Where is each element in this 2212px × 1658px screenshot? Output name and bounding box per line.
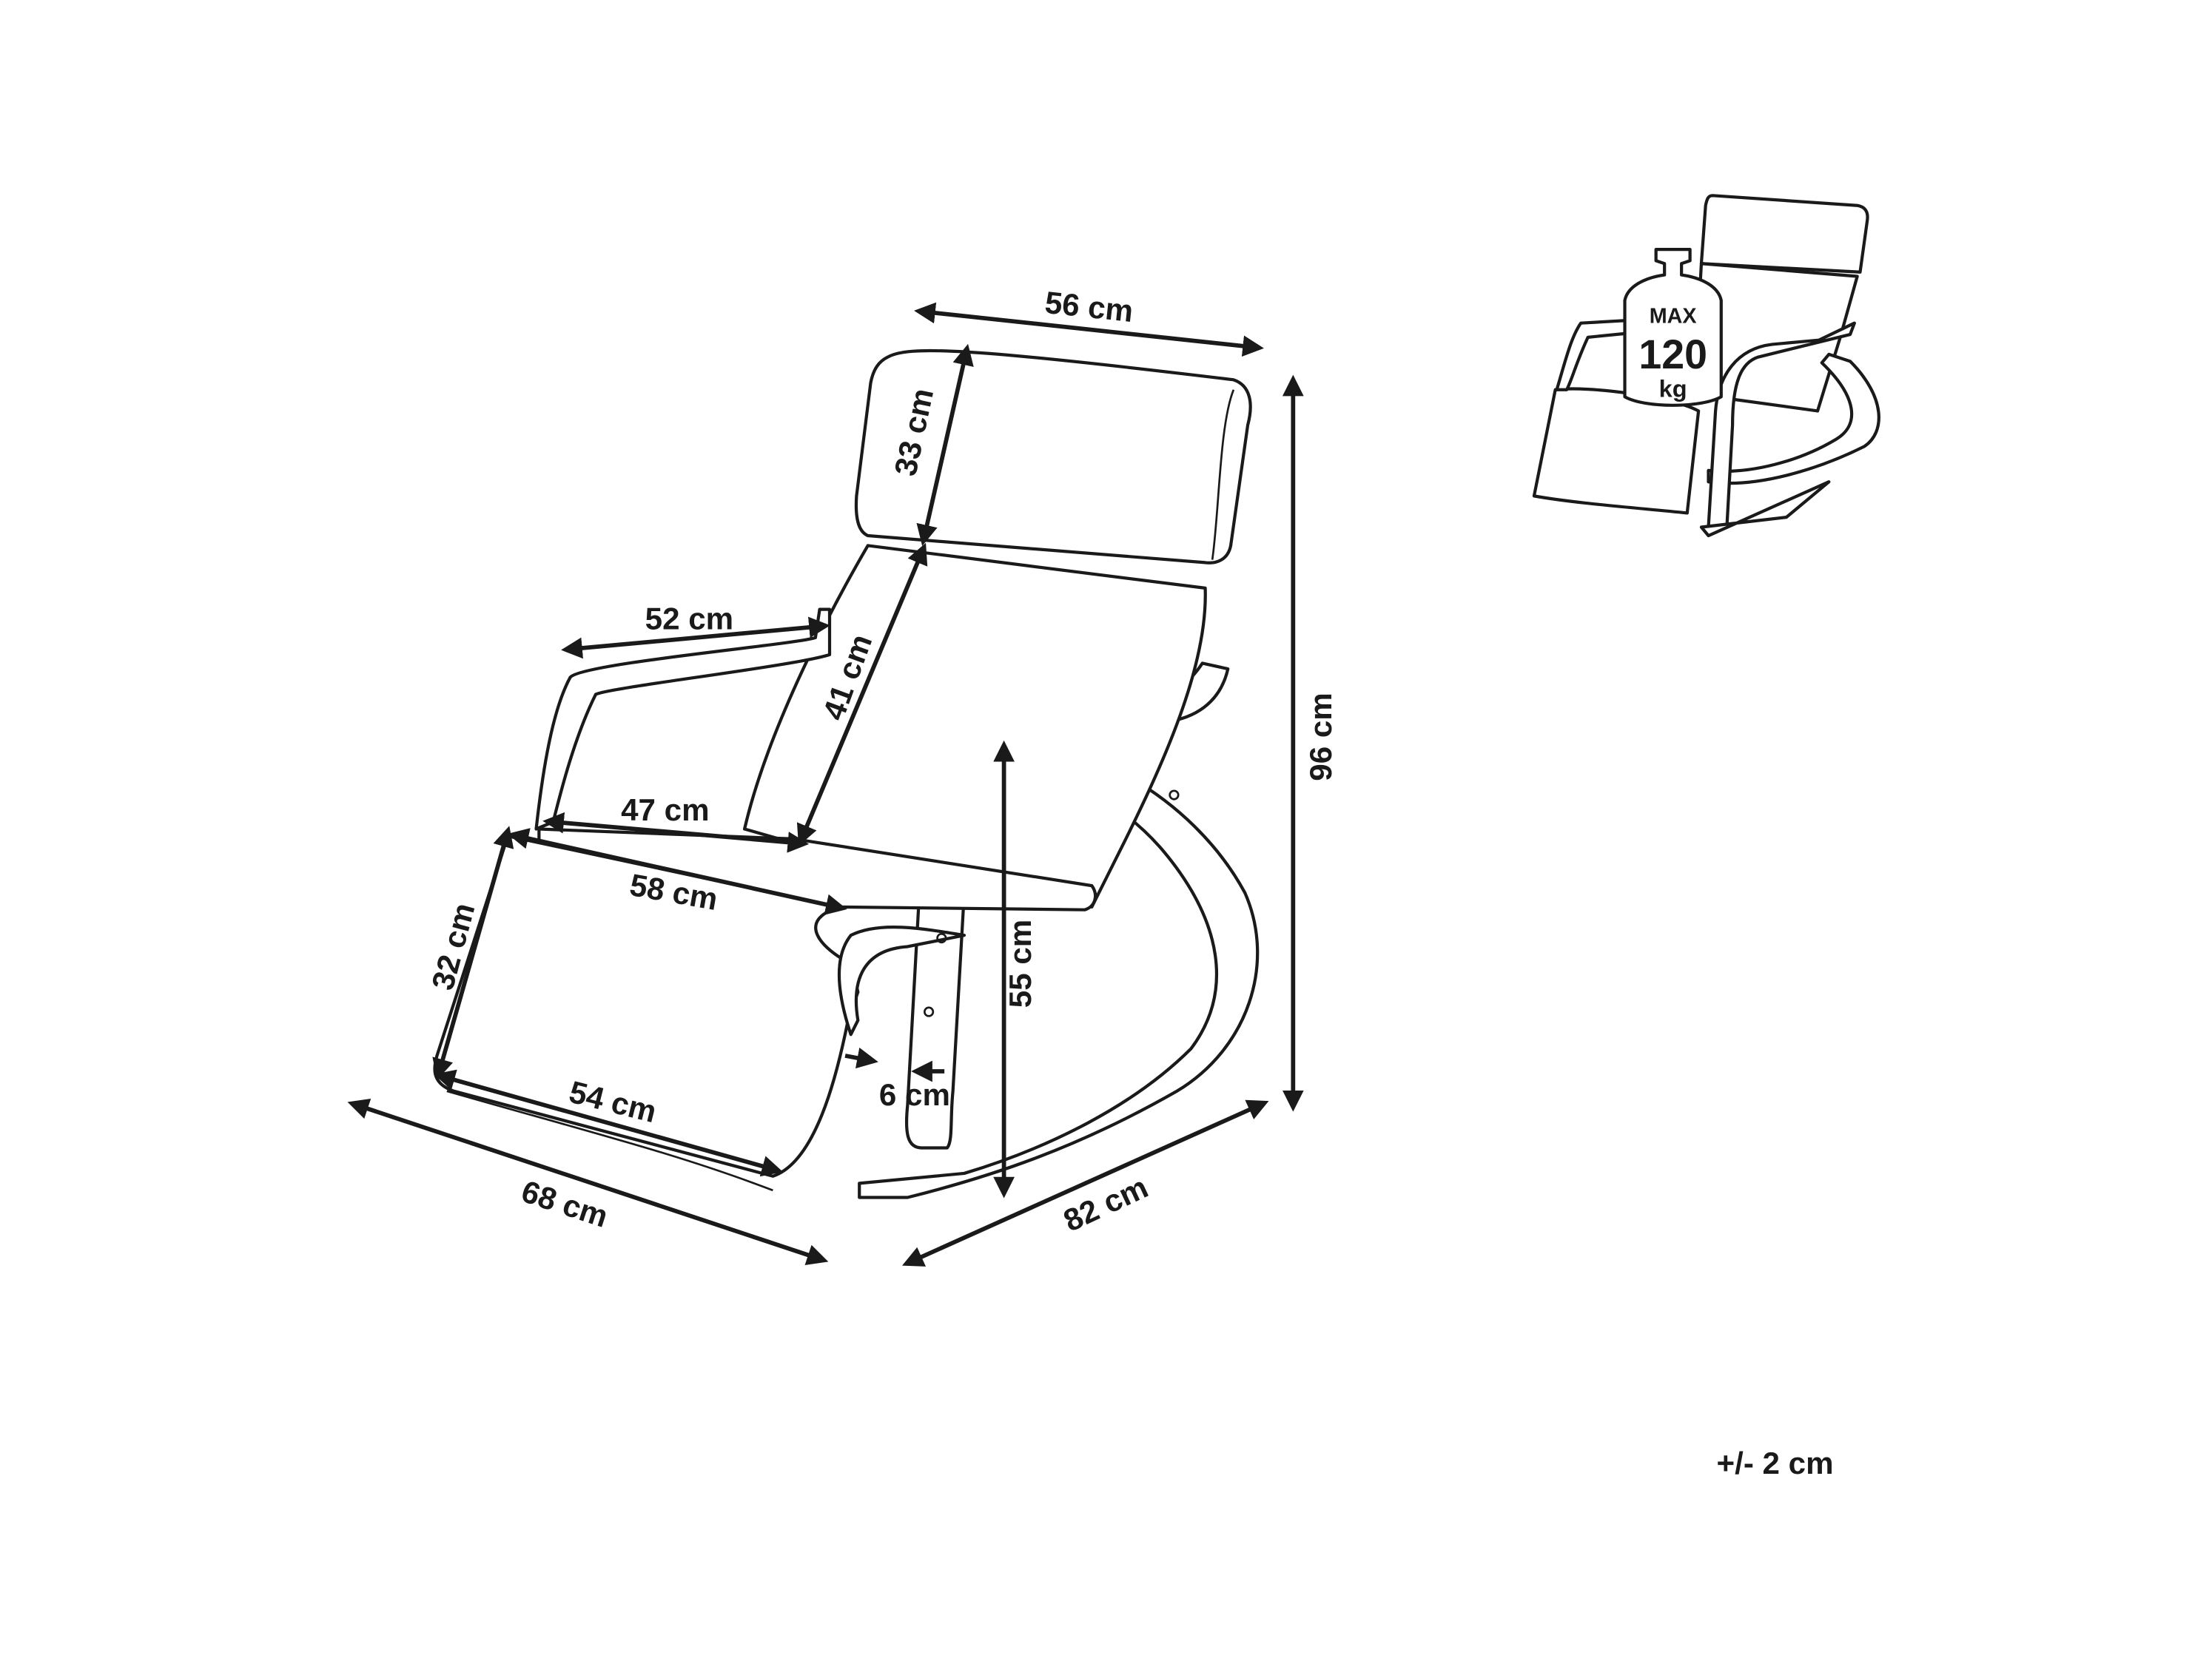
label-seat-width: 47 cm: [621, 792, 709, 827]
front-base: [837, 926, 967, 1037]
label-frame-thickness: 6 cm: [879, 1077, 950, 1112]
chair-drawing: [433, 348, 1260, 1199]
label-overall-width: 68 cm: [517, 1173, 612, 1234]
label-overall-height: 96 cm: [1303, 692, 1338, 781]
max-load-line1: MAX: [1650, 305, 1697, 328]
max-load-line3: kg: [1659, 375, 1687, 402]
label-seat-height: 55 cm: [1003, 920, 1038, 1008]
weight-icon: [1623, 248, 1723, 407]
label-armrest-length: 52 cm: [645, 601, 733, 636]
max-load-thumbnail: MAX 120 kg: [1532, 194, 1880, 538]
dimension-lines: [347, 302, 1304, 1267]
label-headrest-width: 56 cm: [1043, 285, 1135, 328]
tolerance-note: +/- 2 cm: [1717, 1446, 1834, 1480]
max-load-line2: 120: [1638, 331, 1707, 377]
label-overall-depth: 82 cm: [1058, 1170, 1153, 1239]
